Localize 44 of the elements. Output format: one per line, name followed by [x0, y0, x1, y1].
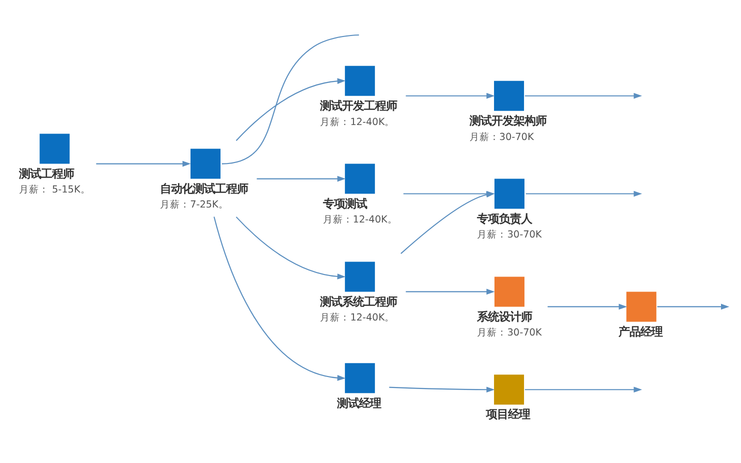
arrow: [657, 304, 730, 310]
arrow: [256, 176, 346, 182]
node-label: 月薪：30-70K: [477, 230, 542, 241]
node-label: 月薪：7-25K。: [160, 200, 228, 211]
node-label: 专项测试: [322, 196, 367, 210]
node-label: 月薪：12-40K。: [322, 214, 398, 226]
node-label: 测试工程师: [18, 166, 74, 180]
node-label: 月薪：30-70K: [477, 328, 542, 339]
arrow: [389, 386, 495, 393]
node-label: 月薪：12-40K。: [320, 312, 395, 324]
node-label: 专项负责人: [477, 211, 532, 226]
node-label: 测试开发架构师: [469, 113, 546, 128]
arrow: [548, 304, 628, 310]
node-box: [494, 80, 524, 111]
arrow: [236, 216, 346, 280]
node-label: 项目经理: [486, 407, 530, 422]
node-box: [344, 164, 375, 194]
node-label: 月薪：30-70K: [469, 132, 534, 143]
node-box: [344, 363, 375, 394]
node-box: [40, 134, 70, 164]
node-label: 产品经理: [618, 324, 662, 338]
node-box: [344, 262, 375, 292]
node-box: [494, 178, 524, 209]
node-box: [494, 276, 524, 307]
node-label: 月薪：12-40K。: [320, 116, 395, 128]
arrow: [96, 160, 191, 167]
node-box: [344, 66, 375, 96]
arrow: [406, 92, 495, 99]
arrow: [406, 288, 495, 295]
arrow: [236, 78, 346, 141]
arrow: [526, 190, 642, 197]
node-label: 自动化测试工程师: [160, 181, 248, 196]
node-label: 测试系统工程师: [320, 294, 398, 308]
node-box: [494, 374, 524, 405]
connector: [222, 34, 359, 164]
node-label: 测试开发工程师: [320, 98, 398, 112]
node-label: 测试经理: [336, 396, 381, 410]
arrow: [524, 92, 642, 99]
node-label: 月薪： 5-15K。: [18, 184, 90, 196]
node-label: 系统设计师: [477, 309, 532, 324]
node-box: [626, 292, 656, 322]
node-box: [190, 148, 220, 179]
arrow: [214, 216, 346, 381]
arrow: [524, 386, 642, 393]
